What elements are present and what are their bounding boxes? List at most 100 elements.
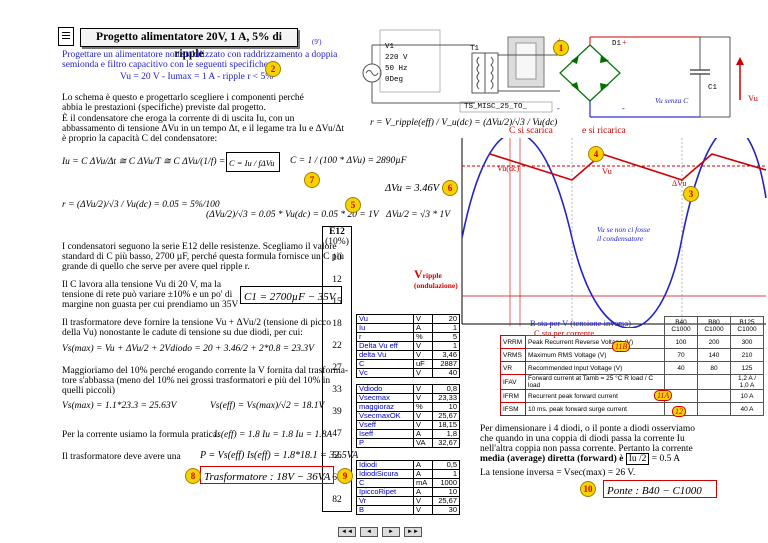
dvu-half: ΔVu/2 = √3 * 1V [386,210,450,220]
badge-2: 2 [265,61,281,77]
svg-text:+: + [622,38,627,47]
para4-line2: che quando in una coppia di diodi passa … [480,434,685,444]
para2-line5: tensione di rete può variare ±10% e un p… [62,290,233,300]
ds-value: 80 [697,361,731,375]
dvu-graph-label: ΔVu [672,179,687,188]
para4-line4: media (average) diretta (forward) è Iu /… [480,453,680,465]
e12-val: 27 [322,357,352,379]
badge-7: 7 [304,172,320,188]
c-equation: C = Iu / fΔVu [229,158,275,168]
para1-line1: Lo schema è questo e progettarlo sceglie… [62,93,304,103]
ds-desc: Forward current at Tamb = 25 °C R load /… [525,374,665,390]
svg-text:-: - [557,104,560,113]
badge-9: 9 [337,468,353,484]
title-ref: (9') [312,38,322,46]
ds-header-col: B125 C1000 [730,316,764,336]
para3-line7: Il trasformatore deve avere una [62,452,181,462]
ds-symbol: VR [500,361,526,375]
para2-line2: standard di C più basso, 2700 µF, perché… [62,252,345,262]
para1-line5: è proprio la capacità C del condensatore… [62,134,218,144]
ds-header-col: B40 C1000 [664,316,698,336]
ripple-graph [461,138,767,328]
ds-symbol: IFAV [500,374,526,390]
para1-line2: abbia le prestazioni (specifiche) previs… [62,103,266,113]
badge-12: 12 [672,406,686,417]
cap-label: C1 [708,84,718,92]
para3-line6: Per la corrente usiamo la formula pratic… [62,430,220,440]
iu-formula: Iu = C ΔVu/Δt ≅ C ΔVu/T ≅ C ΔVu/(1/f) = … [62,157,253,167]
intro-line2: semionda e filtro capacitivo con le segu… [62,60,271,70]
para4-line3: nell'altra coppia non passa corrente. Pe… [480,444,693,454]
vu-load-label: Vu senza C [655,96,689,105]
e12-table: E12 (10%) 10 12 15 18 22 27 33 39 47 56 … [322,226,352,512]
para2-line3: grande di quello che serve per avere que… [62,262,250,272]
dvu-equation: (ΔVu/2)/√3 = 0.05 * Vu(dc) = 0.05 * 20 =… [206,210,379,220]
document-icon[interactable] [58,27,74,46]
label-scarica: C si scarica [509,126,553,136]
circuit-schematic: ++ -- [362,29,744,118]
e12-val: 22 [322,335,352,357]
ds-value: 125 [730,361,764,375]
vu-dc-label: Vu(dc) [497,164,520,173]
vsmax-formula: Vs(max) = Vu + ΔVu/2 + 2Vdiodo = 20 + 3.… [62,344,314,354]
e12-val: 15 [322,291,352,313]
dvu-value: ΔVu = 3.46V [385,183,440,194]
ds-desc: Peak Recurrent Reverse Voltage (V) [525,335,665,349]
e12-val: 33 [322,379,352,401]
ds-value [697,389,731,403]
para1-line4: abbassamento di tensione ΔVu in un tempo… [62,124,345,134]
badge-1: 1 [553,40,569,56]
ds-desc: Maximum RMS Voltage (V) [525,348,665,362]
para2-line4: Il C lavora alla tensione Vu di 20 V, ma… [62,280,222,290]
table-key: B [356,505,414,515]
para4-line4-text: media (average) diretta (forward) è [480,454,624,464]
para1-line3: È il condensatore che eroga la corrente … [62,114,295,124]
nav-last-button[interactable]: ►► [404,527,422,537]
para3-line3: Maggioriamo del 10% perché erogando corr… [62,366,349,376]
ds-value: 10 A [730,389,764,403]
badge-11a-text: 11A [657,391,670,400]
para3-line4: tore s'abbassa (meno del 10% nei grossi … [62,376,331,386]
ds-desc: Recommended Input Voltage (V) [525,361,665,375]
intro-line1: Progettare un alimentatore non stabilizz… [62,50,338,60]
ds-symbol: VRRM [500,335,526,349]
source-label-3: 50 Hz [385,65,408,73]
badge-3: 3 [683,186,699,202]
badge-8: 8 [185,468,201,484]
trafo-choice: Trasformatore : 18V − 36VA [204,471,331,483]
e12-val: 39 [322,401,352,423]
para3-line1-text: Il trasformatore deve fornire la tension… [62,318,331,328]
table-key: Vu [356,314,414,324]
table-key: delta Vu [356,350,414,360]
table-unit: V [413,505,433,515]
nav-first-button[interactable]: ◄◄ [338,527,356,537]
ds-value: 300 [730,335,764,349]
table-key: P [356,438,414,448]
badge-12-text: 12 [675,407,683,416]
intro-specs: Vu = 20 V - Iumax = 1 A - ripple r < 5% [120,72,274,82]
nav-prev-button[interactable]: ◄ [360,527,378,537]
para4-line1: Per dimensionare i 4 diodi, o il ponte a… [480,424,696,434]
vripple-sub: ripple [422,271,442,280]
transformer-name: TS_MISC_25_TO_ [464,103,528,111]
vsmax2-formula: Vs(max) = 1.1*23.3 = 25.63V [62,401,177,411]
ponte-box: Ponte : B40 − C1000 [603,480,717,498]
e12-val: 56 [322,445,352,467]
nav-next-button[interactable]: ► [382,527,400,537]
label-ricarica: e si ricarica [582,126,626,136]
ds-title1: B sta per V (tensione inversa) [530,318,631,328]
trafo-box: Trasformatore : 18V − 36VA [200,466,334,484]
ds-value: 70 [664,348,698,362]
badge-10: 10 [580,481,596,497]
e12-val: 12 [322,269,352,291]
ds-symbol: IFSM [500,402,526,416]
para3-line2: della Vu) nonostante le cadute di tensio… [62,328,303,338]
